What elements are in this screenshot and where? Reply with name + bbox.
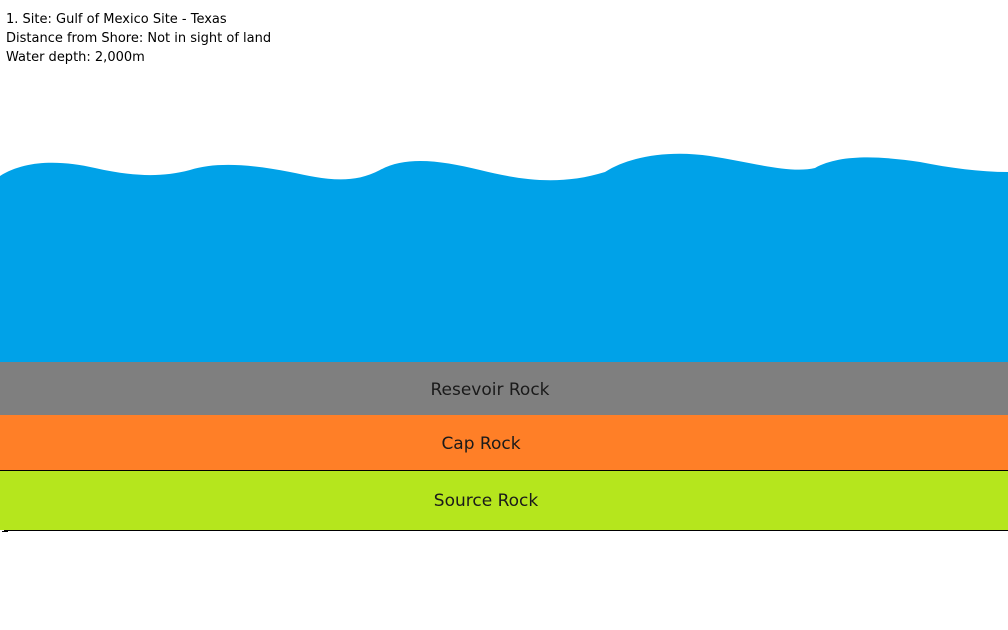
site-name: 1. Site: Gulf of Mexico Site - Texas bbox=[6, 12, 227, 27]
water-depth: Water depth: 2,000m bbox=[6, 50, 145, 65]
distance-from-shore: Distance from Shore: Not in sight of lan… bbox=[6, 31, 272, 46]
site-info: 1. Site: Gulf of Mexico Site - Texas Dis… bbox=[6, 10, 271, 67]
reservoir-rock-label: Resevoir Rock bbox=[430, 380, 549, 400]
ocean-water bbox=[0, 153, 1008, 362]
source-rock-label: Source Rock bbox=[434, 491, 539, 511]
cap-rock-label: Cap Rock bbox=[441, 434, 520, 454]
cap-rock-layer bbox=[0, 415, 1008, 470]
source-rock-layer bbox=[0, 470, 1008, 530]
reservoir-rock-layer bbox=[0, 362, 1008, 415]
